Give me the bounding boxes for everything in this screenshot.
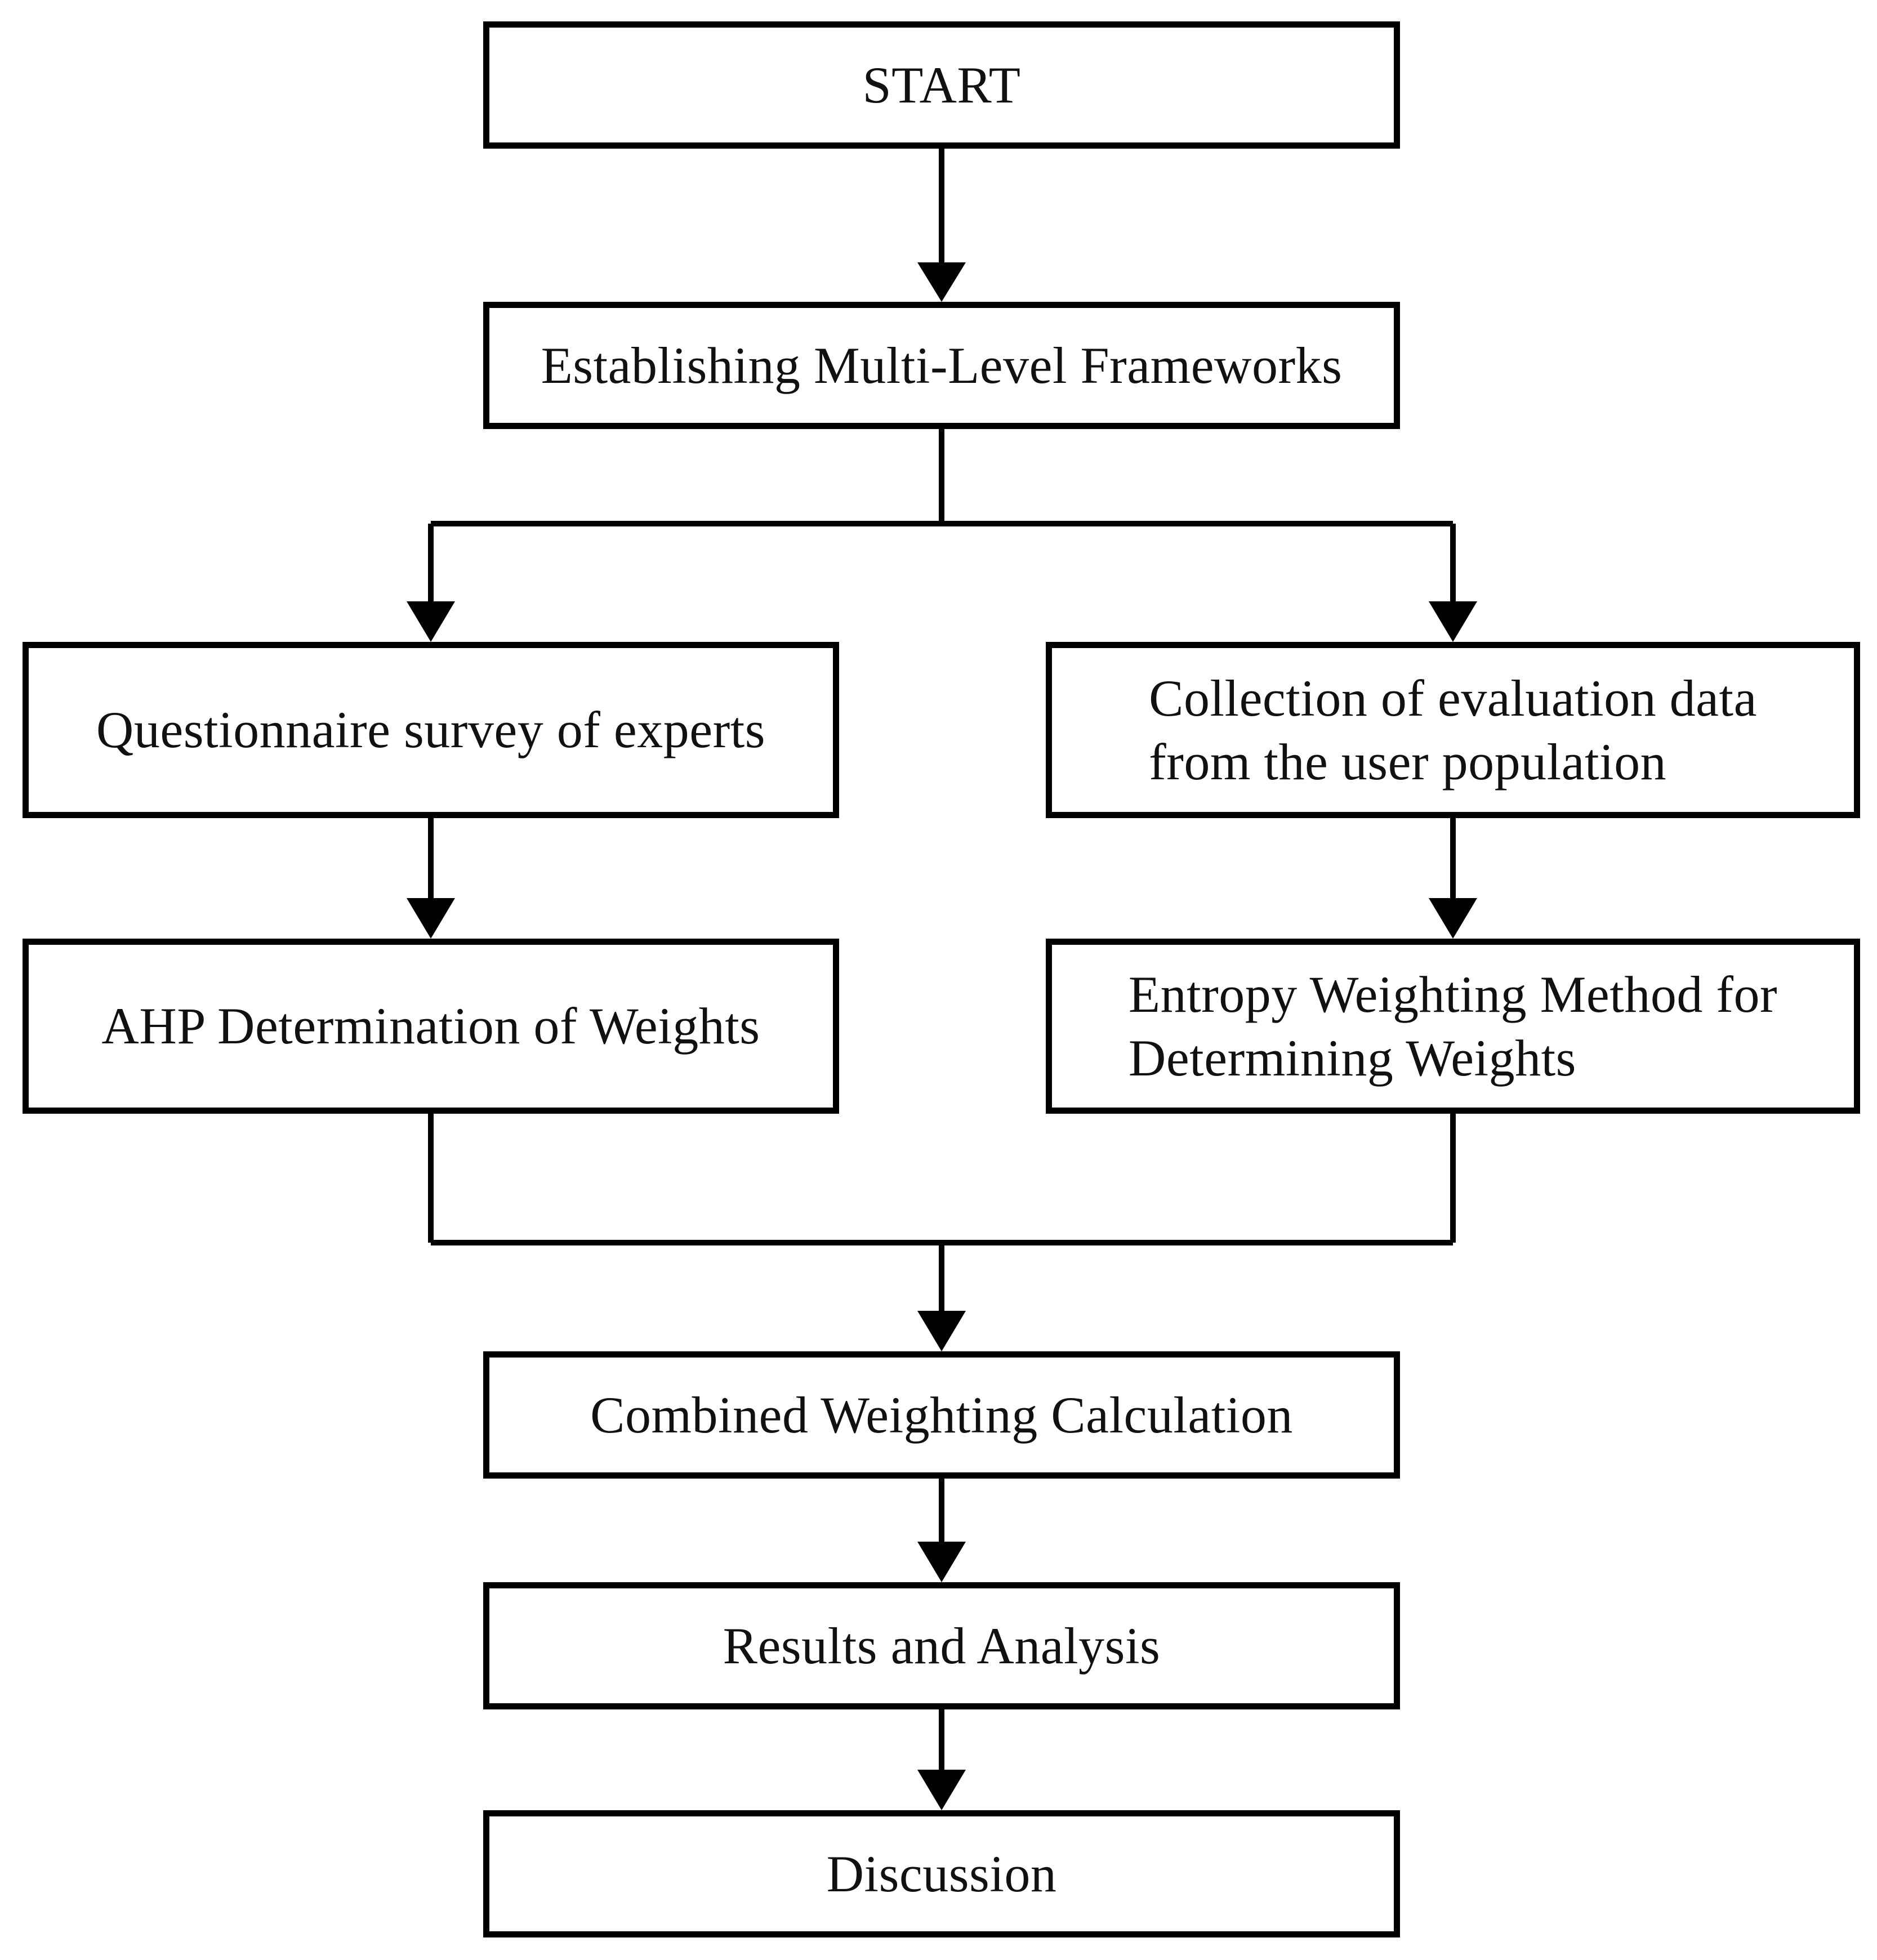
node-discussion-label: Discussion <box>826 1845 1057 1903</box>
edge-combined-to-results <box>917 1479 966 1582</box>
node-combined-weighting-calculation[interactable]: Combined Weighting Calculation <box>483 1351 1400 1479</box>
edge-merge-to-combined <box>428 1114 1456 1351</box>
node-start[interactable]: START <box>483 21 1400 149</box>
node-discussion[interactable]: Discussion <box>483 1810 1400 1937</box>
node-collection-of-evaluation-data[interactable]: Collection of evaluation data from the u… <box>1046 642 1860 818</box>
edge-collection-to-entropy <box>1429 818 1477 939</box>
node-results-and-analysis[interactable]: Results and Analysis <box>483 1582 1400 1709</box>
edge-questionnaire-to-ahp <box>407 818 455 939</box>
node-establishing-multi-level-frameworks[interactable]: Establishing Multi-Level Frameworks <box>483 302 1400 429</box>
node-combined-label: Combined Weighting Calculation <box>590 1386 1293 1444</box>
node-collection-label: Collection of evaluation data from the u… <box>1149 669 1757 791</box>
edge-start-to-frameworks <box>917 149 966 302</box>
node-questionnaire-label: Questionnaire survey of experts <box>96 701 766 759</box>
node-ahp-determination-of-weights[interactable]: AHP Determination of Weights <box>23 939 839 1114</box>
edge-results-to-discussion <box>917 1709 966 1810</box>
node-entropy-label: Entropy Weighting Method for Determining… <box>1128 966 1778 1087</box>
edge-frameworks-split-stem <box>431 429 1453 526</box>
edge-split-to-questionnaire <box>407 524 455 642</box>
node-entropy-weighting-method[interactable]: Entropy Weighting Method for Determining… <box>1046 939 1860 1114</box>
node-start-label: START <box>862 56 1021 114</box>
node-questionnaire-survey-of-experts[interactable]: Questionnaire survey of experts <box>23 642 839 818</box>
node-results-label: Results and Analysis <box>723 1617 1161 1675</box>
node-frameworks-label: Establishing Multi-Level Frameworks <box>541 336 1343 394</box>
edge-split-to-collection <box>1429 524 1477 642</box>
node-ahp-label: AHP Determination of Weights <box>101 997 760 1055</box>
